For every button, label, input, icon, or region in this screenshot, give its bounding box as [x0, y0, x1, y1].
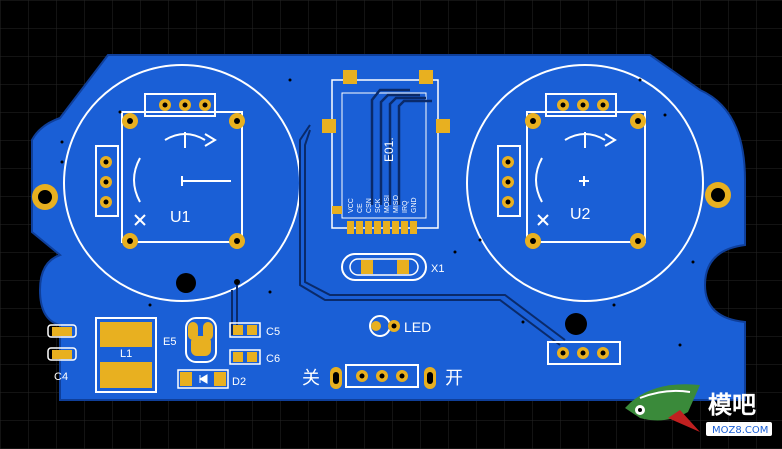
e5-label: E5 [163, 336, 176, 348]
c5-label: C5 [266, 326, 280, 338]
pin-mosi: MOSI [384, 195, 391, 213]
pad [322, 119, 336, 133]
d2-label: D2 [232, 376, 246, 388]
d2-outline [177, 369, 229, 389]
module-pin-pads [347, 221, 417, 234]
pin-irq: IRQ [402, 200, 409, 213]
x1-crystal-outline [341, 253, 427, 281]
pin-vcc: VCC [348, 198, 355, 213]
pad [343, 70, 357, 84]
u2-outline [466, 64, 704, 302]
u1-connector-top [144, 93, 216, 117]
module-pin-labels: VCC CE CSN SCK MOSI MISO IRQ GND [348, 195, 418, 213]
watermark-url: MOZ8.COM [712, 425, 768, 436]
u2-connector-left [497, 145, 521, 217]
pad [419, 70, 433, 84]
pad [436, 119, 450, 133]
switch-outline [345, 364, 419, 388]
u1-connector-left [95, 145, 119, 217]
c4-label: C4 [54, 371, 68, 383]
watermark-title: 模吧 [708, 391, 756, 419]
switch-off-label: 关 [302, 368, 320, 388]
l1-label: L1 [120, 348, 132, 360]
u2-label: U2 [570, 206, 591, 223]
watermark: 模吧 MOZ8.COM [625, 384, 772, 436]
x1-label: X1 [431, 263, 444, 275]
pin-sck: SCK [375, 198, 382, 213]
module-label: E01. [382, 137, 396, 162]
u2-body [526, 111, 646, 243]
led-label: LED [404, 319, 431, 335]
switch-on-label: 开 [445, 368, 463, 388]
pin-ce: CE [357, 203, 364, 213]
trace [299, 124, 561, 346]
mounting-hole [176, 273, 196, 293]
header-right [547, 341, 621, 365]
e5-outline [185, 317, 217, 363]
pin-gnd: GND [411, 197, 418, 213]
pin-csn: CSN [366, 198, 373, 213]
vias [60, 78, 695, 347]
mounting-hole [565, 313, 587, 335]
l1-outline [95, 317, 157, 393]
c6-label: C6 [266, 353, 280, 365]
u2-connector-top [545, 93, 617, 117]
pin-miso: MISO [393, 195, 400, 213]
u1-label: U1 [170, 209, 191, 226]
u1-body [121, 111, 243, 243]
